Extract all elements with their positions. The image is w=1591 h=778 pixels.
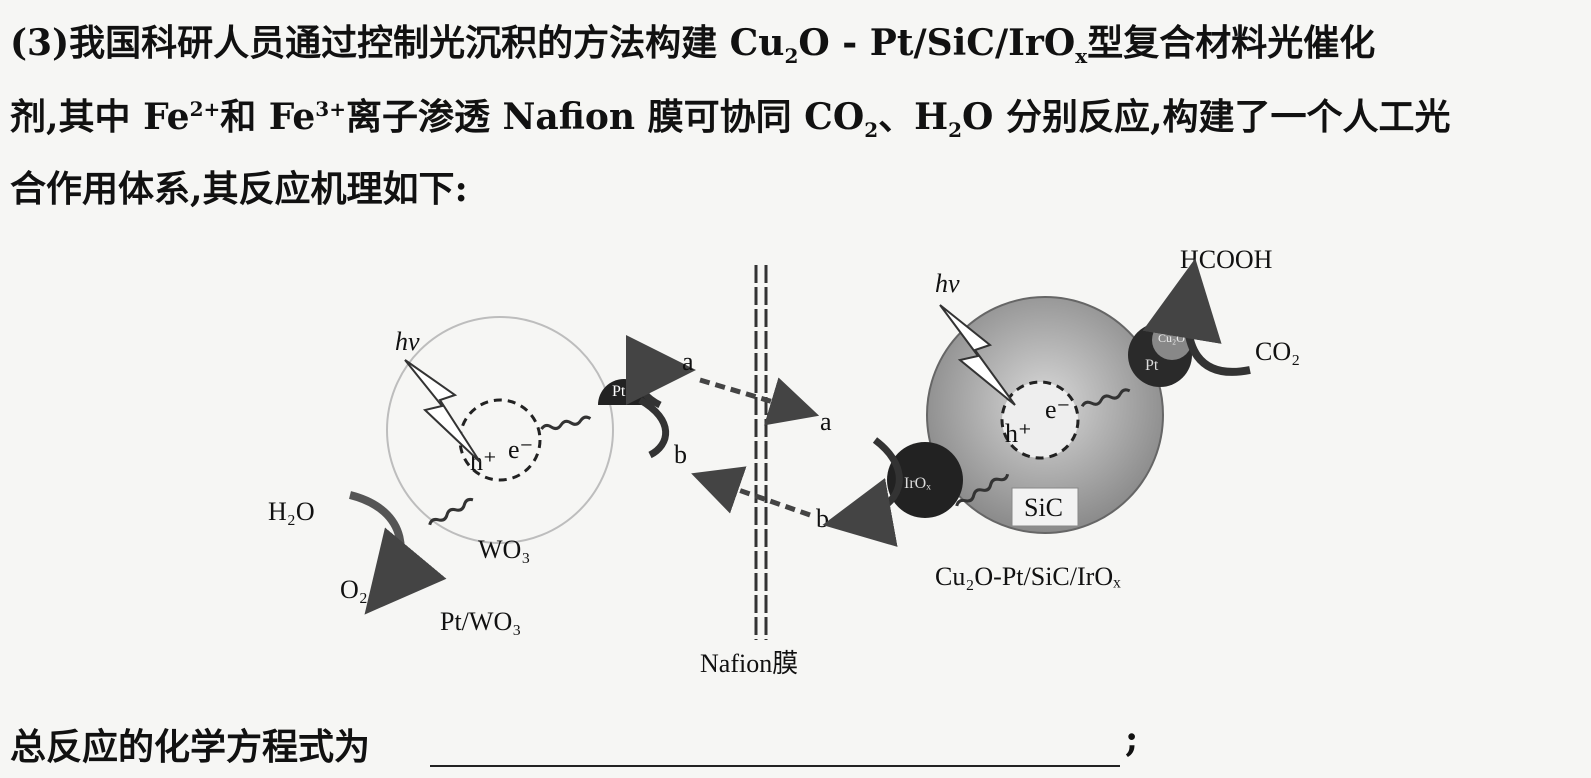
- o2-label: O₂: [340, 575, 368, 604]
- left-wavy-bond-1: [428, 497, 474, 526]
- left-wavy-bond-2: [540, 415, 592, 430]
- cu2o-label: Cu₂O: [1158, 331, 1185, 345]
- sic-particle: h⁺ e⁻ SiC: [926, 296, 1164, 534]
- answer-prompt: 总反应的化学方程式为: [10, 726, 371, 768]
- answer-semicolon: ;: [1125, 718, 1139, 760]
- right-wavy-bond-2: [1080, 388, 1131, 408]
- a-transfer-arrow: [699, 377, 820, 426]
- left-pt-label: Pt: [612, 383, 626, 400]
- b-transfer-arrow: [691, 466, 811, 518]
- h2o-label: H₂O: [268, 497, 315, 526]
- left-hv-label: hν: [395, 327, 420, 356]
- line1-sub-x: x: [1075, 44, 1088, 69]
- left-lightning-icon: [404, 359, 481, 463]
- composite-label: Cu₂O-Pt/SiC/IrOₓ: [935, 562, 1121, 591]
- line1-prefix: (3)我国科研人员通过控制光沉积的方法构建 Cu: [10, 22, 785, 64]
- pt-wo3-particle: Pt h⁺ e⁻ WO₃ Pt/WO₃: [386, 316, 650, 636]
- right-hv-label: hν: [935, 269, 960, 298]
- mechanism-diagram: Pt h⁺ e⁻ WO₃ Pt/WO₃ hν H₂O O₂ a b Nafion…: [268, 245, 1300, 678]
- hcooh-label: HCOOH: [1180, 245, 1273, 274]
- co2-label: CO₂: [1255, 337, 1300, 366]
- question-line-2: 剂,其中 Fe2+和 Fe3+离子渗透 Nafion 膜可协同 CO2、H2O …: [10, 88, 1450, 142]
- right-pt-label: Pt: [1145, 357, 1159, 374]
- right-lightning-icon: [939, 304, 1016, 406]
- left-electron-label: e⁻: [508, 435, 533, 464]
- left-a-label: a: [682, 347, 694, 376]
- question-line-1: (3)我国科研人员通过控制光沉积的方法构建 Cu2O - Pt/SiC/IrOx…: [10, 14, 1375, 68]
- irox-arrow: [822, 437, 903, 547]
- answer-blank[interactable]: [430, 765, 1120, 767]
- line2-part4: 、H: [878, 96, 949, 138]
- line1-mid: O - Pt/SiC/IrO: [798, 22, 1076, 64]
- co2-reduction-arrow: [1142, 258, 1251, 376]
- right-a-label: a: [820, 407, 832, 436]
- pt-cu2o-cap: Pt Cu₂O: [1128, 320, 1192, 387]
- left-b-label: b: [674, 440, 687, 469]
- line2-part2: 和 Fe: [220, 96, 316, 138]
- line2-part1: 剂,其中 Fe: [10, 96, 190, 138]
- co2-sub: 2: [864, 118, 879, 143]
- irox-cap: IrOₓ: [887, 442, 963, 518]
- irox-label: IrOₓ: [904, 475, 931, 492]
- right-hole-label: h⁺: [1005, 419, 1032, 448]
- line2-part3: 离子渗透 Nafion 膜可协同 CO: [345, 96, 865, 138]
- right-electron-label: e⁻: [1045, 395, 1070, 424]
- water-oxidation-arrow: [348, 491, 447, 615]
- sic-label: SiC: [1024, 493, 1063, 522]
- nafion-label: Nafion膜: [700, 649, 798, 678]
- pt-wo3-label: Pt/WO₃: [440, 607, 521, 636]
- fe2-charge: 2+: [189, 97, 221, 121]
- right-wavy-bond-1: [955, 473, 1010, 507]
- line1-sub-2: 2: [784, 44, 799, 69]
- left-b-curve: [638, 396, 670, 459]
- line2-part5: O 分别反应,构建了一个人工光: [962, 96, 1451, 138]
- question-line-3: 合作用体系,其反应机理如下:: [10, 168, 468, 210]
- left-a-arrow: [625, 335, 696, 409]
- line1-suffix: 型复合材料光催化: [1087, 22, 1376, 64]
- h2o-sub: 2: [948, 118, 963, 143]
- right-b-label: b: [816, 504, 829, 533]
- fe3-charge: 3+: [315, 97, 346, 121]
- wo3-label: WO₃: [478, 535, 530, 564]
- nafion-membrane: [754, 265, 768, 640]
